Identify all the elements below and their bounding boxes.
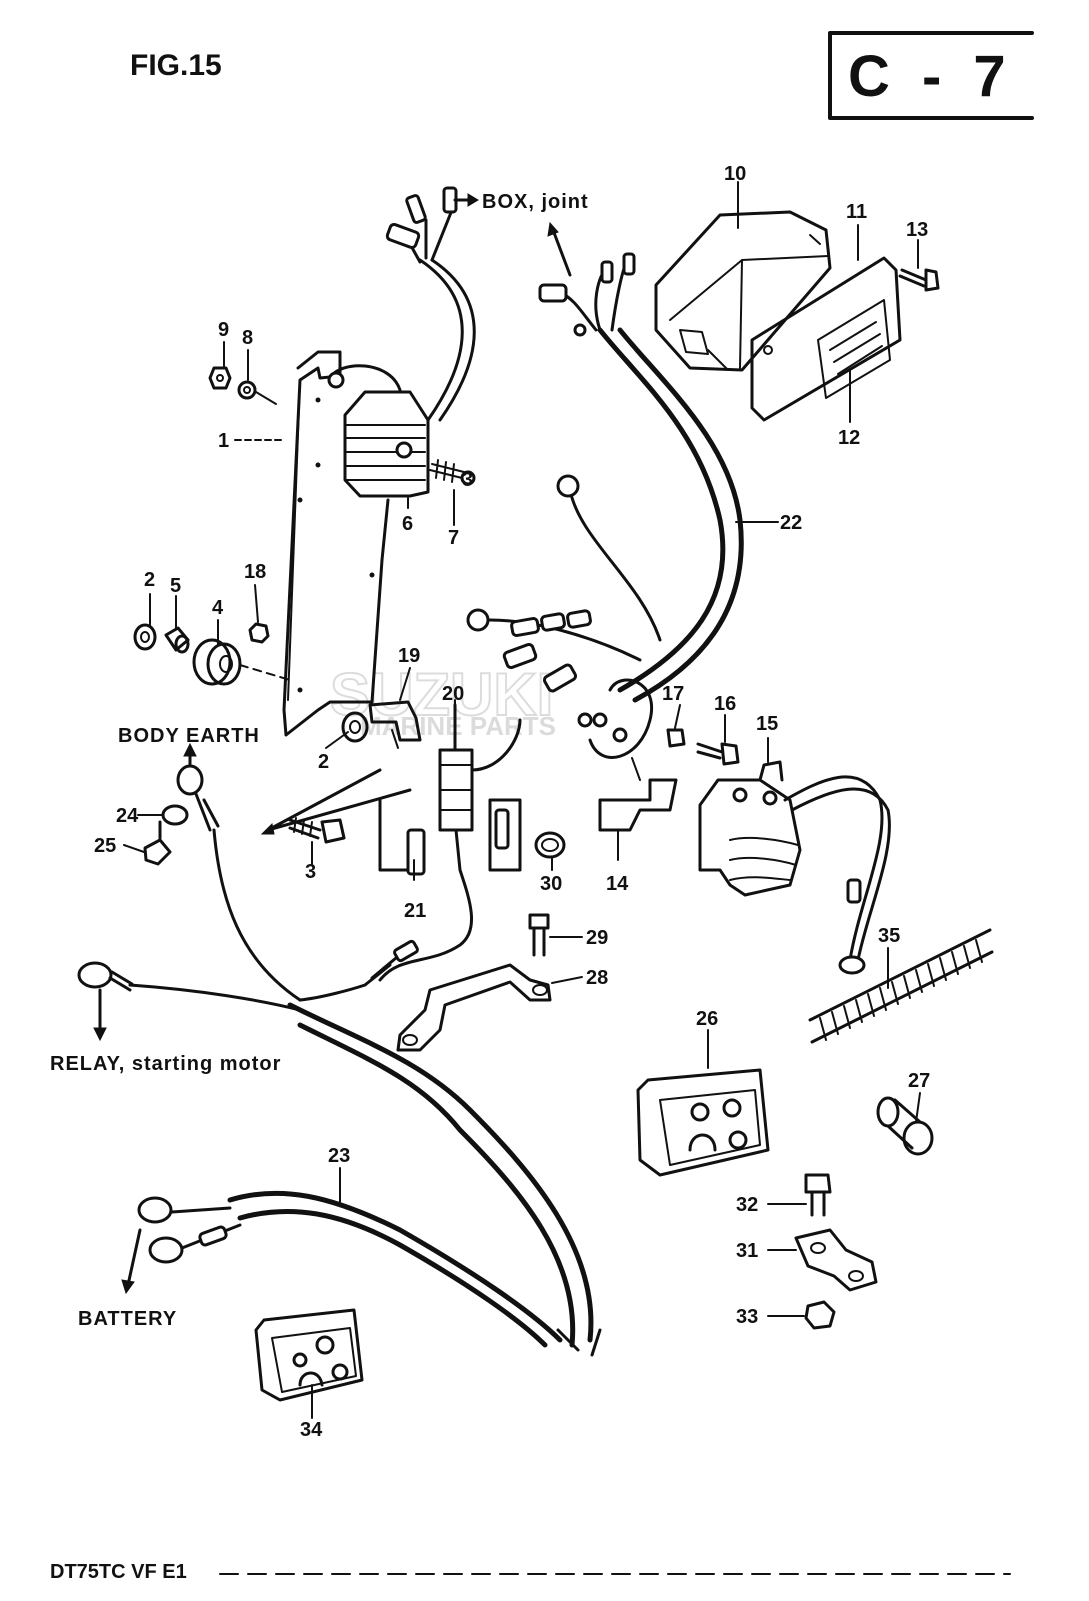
regulator-wire <box>385 186 476 422</box>
dash-line-4 <box>239 664 291 681</box>
grommet-34-part <box>254 1308 364 1402</box>
callout-26: 26 <box>696 1008 718 1030</box>
callout-18: 18 <box>244 561 266 583</box>
body-earth-cable <box>176 764 302 1002</box>
washer-2b-part <box>341 711 369 743</box>
box-joint-label: BOX, joint <box>482 191 589 213</box>
clip-17-part <box>666 728 686 748</box>
screw-7-part <box>429 459 476 486</box>
body-earth-label: BODY EARTH <box>118 725 260 747</box>
relay-starting-motor-label: RELAY, starting motor <box>50 1053 281 1075</box>
callout-22: 22 <box>780 512 802 534</box>
callout-10: 10 <box>724 163 746 185</box>
callout-9: 9 <box>218 319 229 341</box>
model-code: DT75TC VF E1 <box>50 1561 187 1583</box>
callout-31: 31 <box>736 1240 758 1262</box>
nut-9-part <box>208 366 232 390</box>
screw-13-part <box>898 268 940 292</box>
watermark-text: MARINE PARTS <box>360 711 556 741</box>
fuse-21-part <box>378 718 522 876</box>
bolt-25-part <box>143 820 172 866</box>
bolt-16-part <box>696 742 740 766</box>
callout-3: 3 <box>305 861 316 883</box>
callout-17: 17 <box>662 683 684 705</box>
callout-5: 5 <box>170 575 181 597</box>
bracket-31-part <box>794 1228 878 1292</box>
grommet-4-part <box>192 638 242 686</box>
callout-13: 13 <box>906 219 928 241</box>
callout-1: 1 <box>218 430 229 452</box>
callout-28: 28 <box>586 967 608 989</box>
bracket-14-part <box>598 757 678 832</box>
callout-3-top: 3 <box>462 469 473 491</box>
callout-16: 16 <box>714 693 736 715</box>
callout-34: 34 <box>300 1419 323 1441</box>
mounting-plate-part <box>282 350 390 737</box>
callout-27: 27 <box>908 1070 930 1092</box>
starter-relay-15-part <box>698 760 891 975</box>
callout-35: 35 <box>878 925 900 947</box>
callout-25: 25 <box>94 835 116 857</box>
regulator-part <box>327 364 430 498</box>
callout-15: 15 <box>756 713 778 735</box>
callout-19: 19 <box>398 645 420 667</box>
callout-6: 6 <box>402 513 413 535</box>
battery-cable-23-part <box>137 1002 602 1357</box>
callout-4: 4 <box>212 597 224 619</box>
bolt-32-part <box>804 1173 832 1217</box>
callout-29: 29 <box>586 927 608 949</box>
callout-11: 11 <box>846 201 867 223</box>
callout-2a: 2 <box>144 569 155 591</box>
relay-cable <box>77 939 419 1012</box>
callout-8: 8 <box>242 327 253 349</box>
nut-33-part <box>804 1300 836 1330</box>
figure-label: FIG.15 <box>130 49 222 82</box>
main-harness-part <box>466 327 744 759</box>
grommet-26-part <box>636 1068 770 1177</box>
callout-12: 12 <box>838 427 860 449</box>
callout-24: 24 <box>116 805 139 827</box>
clamp-19-part <box>368 700 422 749</box>
gasket-plate-part <box>750 256 902 422</box>
collar-5-part <box>164 626 190 654</box>
leader-lines <box>123 181 921 1419</box>
spiral-tube-35-part <box>808 928 994 1044</box>
plug-27-part <box>876 1096 934 1156</box>
battery-label: BATTERY <box>78 1308 177 1330</box>
callout-2b: 2 <box>318 751 329 773</box>
box-joint-harness <box>538 252 636 337</box>
washer-2-part <box>133 623 157 651</box>
oring-30-part <box>534 831 566 859</box>
callout-21: 21 <box>404 900 426 922</box>
callout-32: 32 <box>736 1194 758 1216</box>
callout-30: 30 <box>540 873 562 895</box>
washer-24-part <box>161 804 189 826</box>
watermark-brand: SUZUKI <box>330 661 553 728</box>
callout-14: 14 <box>606 873 629 895</box>
callout-numbers: 1 9 8 6 3 7 2 5 4 18 19 20 2 3 21 30 14 … <box>94 163 930 1441</box>
callout-7: 7 <box>448 527 459 549</box>
bracket-28-part <box>396 963 552 1052</box>
washer-8-part <box>237 380 257 400</box>
callout-33: 33 <box>736 1306 758 1328</box>
callout-23: 23 <box>328 1145 350 1167</box>
fuse-holder-20-part <box>378 703 474 982</box>
cover-box-part <box>654 210 832 372</box>
section-code: C - 7 <box>848 44 1014 109</box>
bolt-29-part <box>528 913 550 957</box>
reference-arrows <box>93 193 572 1295</box>
section-code-box: C - 7 <box>828 31 1034 120</box>
nut-18-part <box>248 622 270 644</box>
callout-20: 20 <box>442 683 464 705</box>
